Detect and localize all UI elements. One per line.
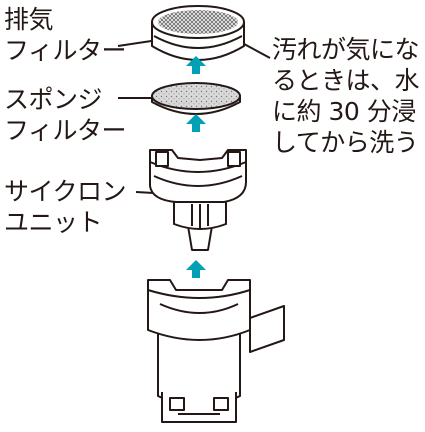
- exhaust-filter-label-line2: フィルター: [4, 36, 127, 65]
- up-arrow-icon: [186, 260, 206, 278]
- cleaning-note-line3: に約 30 分浸: [272, 97, 416, 126]
- sponge-filter-label-line1: スポンジ: [4, 85, 103, 114]
- cleaning-note-line4: してから洗う: [272, 128, 419, 157]
- cyclone-unit-label-line2: ユニット: [4, 208, 103, 237]
- exhaust-filter-mesh: [158, 10, 238, 34]
- up-arrow-icon: [186, 114, 206, 132]
- exhaust-filter-label-line1: 排気: [4, 5, 54, 34]
- cyclone-unit-label-line1: サイクロン: [4, 177, 127, 206]
- cyclone-unit-label: サイクロン ユニット: [4, 176, 127, 238]
- sponge-filter-surface: [151, 82, 241, 110]
- assembly-arrows: [186, 56, 206, 278]
- up-arrow-icon: [186, 56, 206, 74]
- sponge-filter: [151, 82, 241, 115]
- cyclone-unit: [149, 149, 247, 251]
- sponge-filter-label-line2: フィルター: [4, 116, 127, 145]
- dust-case: [147, 279, 285, 423]
- sponge-filter-label: スポンジ フィルター: [4, 84, 127, 146]
- exhaust-filter-label: 排気 フィルター: [4, 4, 127, 66]
- cleaning-note-line1: 汚れが気にな: [272, 35, 420, 64]
- cleaning-note: 汚れが気にな るときは、水 に約 30 分浸 してから洗う: [272, 34, 420, 158]
- cleaning-note-line2: るときは、水: [272, 66, 420, 95]
- exhaust-filter: [151, 5, 245, 61]
